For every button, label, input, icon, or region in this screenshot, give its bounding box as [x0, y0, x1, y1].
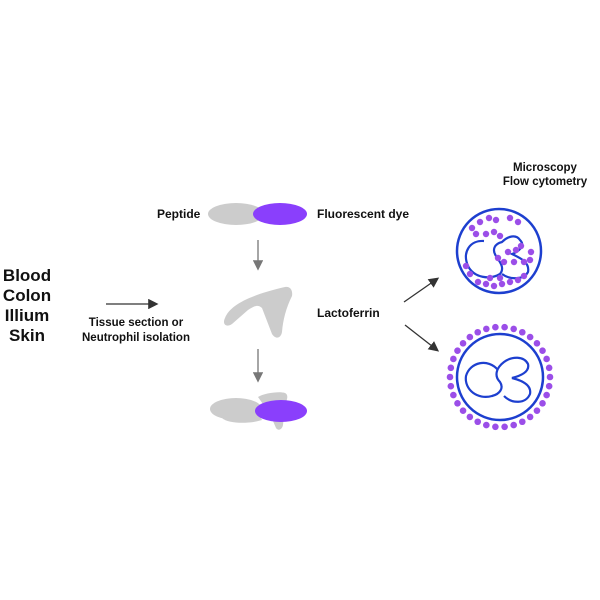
granule: [472, 230, 480, 238]
granule: [476, 218, 484, 226]
method-microscopy: Microscopy: [513, 162, 577, 174]
lactoferrin-shape: [223, 286, 293, 338]
granule: [496, 274, 504, 282]
granule: [450, 391, 457, 399]
arrow-to-flow: [404, 324, 440, 352]
granule: [514, 276, 522, 284]
granule: [483, 421, 490, 429]
granule: [526, 256, 534, 264]
granule: [539, 400, 546, 407]
granule: [506, 278, 514, 286]
method-flow-cytometry: Flow cytometry: [502, 176, 588, 188]
sample-types: Blood Colon Illium Skin: [0, 266, 54, 346]
granule: [462, 262, 470, 270]
granule: [543, 355, 550, 363]
granule: [527, 248, 535, 256]
sample-blood: Blood: [2, 266, 52, 285]
granule: [504, 248, 512, 256]
granule: [454, 400, 461, 407]
lactoferrin-label: Lactoferrin: [317, 306, 380, 320]
granule: [474, 418, 482, 426]
granule: [520, 258, 528, 266]
granule: [492, 423, 499, 431]
granule: [526, 413, 534, 421]
granule: [474, 328, 482, 336]
granule: [490, 282, 498, 290]
granule: [450, 355, 457, 363]
granule: [512, 246, 520, 254]
granule: [466, 270, 474, 278]
granule: [459, 340, 467, 347]
granule: [485, 214, 493, 222]
granule: [482, 230, 490, 238]
granule: [459, 407, 467, 414]
granule: [510, 421, 517, 429]
cell-surface-staining: [446, 323, 554, 431]
sample-colon: Colon: [2, 286, 52, 305]
sample-skin: Skin: [9, 326, 45, 345]
granule: [514, 218, 522, 226]
granule: [492, 323, 499, 331]
arrow-to-microscopy: [403, 277, 440, 303]
granule: [483, 325, 490, 333]
granule: [496, 232, 504, 240]
granule: [498, 280, 506, 288]
granule: [546, 373, 554, 381]
granule: [526, 333, 534, 341]
granule: [506, 214, 514, 222]
granule: [446, 373, 454, 381]
dye-shape: [253, 203, 307, 225]
granule: [510, 325, 517, 333]
granule: [468, 224, 476, 232]
granule: [466, 413, 474, 421]
granule: [492, 216, 500, 224]
granule: [494, 254, 502, 262]
granule: [510, 258, 518, 266]
granule: [517, 242, 525, 250]
granule: [474, 278, 482, 286]
peptide-shape: [208, 203, 264, 225]
dye-label: Fluorescent dye: [317, 207, 410, 221]
granule: [533, 340, 541, 347]
granule: [518, 328, 526, 336]
granule: [501, 423, 508, 431]
granule: [482, 280, 490, 288]
sample-illium: Illium: [4, 306, 50, 325]
detection-methods: Microscopy Flow cytometry: [490, 161, 600, 189]
granule: [490, 228, 498, 236]
granule: [486, 274, 494, 282]
cell-intracellular-staining: [455, 207, 543, 295]
granule: [447, 382, 455, 390]
preparation-label: Tissue section or Neutrophil isolation: [82, 317, 190, 344]
granule: [466, 333, 474, 341]
granule: [500, 258, 508, 266]
bound-complex: [210, 392, 307, 430]
granule: [454, 347, 461, 354]
granule: [518, 418, 526, 426]
granule: [533, 407, 541, 414]
granule: [520, 272, 528, 280]
granule: [501, 323, 508, 331]
granule: [447, 364, 455, 372]
peptide-label: Peptide: [157, 207, 201, 221]
granule: [545, 382, 553, 390]
granule: [543, 391, 550, 399]
granule: [545, 364, 553, 372]
granule: [539, 347, 546, 354]
